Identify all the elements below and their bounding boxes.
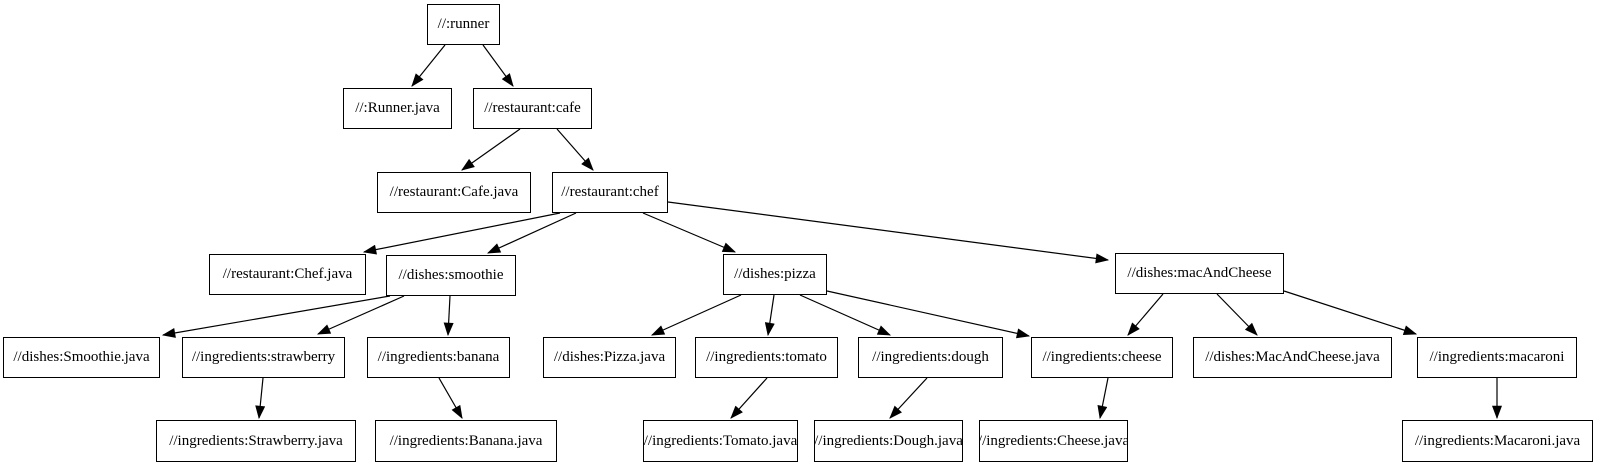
graph-edge-macandcheese-to-macaroni — [1283, 290, 1418, 335]
graph-node-label: //ingredients:Macaroni.java — [1414, 432, 1581, 449]
graph-edge-chef-to-pizza — [642, 212, 737, 253]
graph-node-label: //restaurant:Cafe.java — [389, 184, 519, 200]
graph-edge-cafe-to-cafe_java — [461, 128, 521, 171]
graph-node-tomato_java: //ingredients:Tomato.java — [643, 420, 798, 462]
graph-edge-banana-to-banana_java — [438, 377, 463, 419]
graph-edge-smoothie-to-smoothie_java — [161, 295, 391, 338]
graph-edge-strawberry-to-strawberry_java — [255, 377, 266, 420]
graph-node-runner: //:runner — [427, 4, 500, 45]
graph-node-label: //dishes:MacAndCheese.java — [1205, 349, 1380, 365]
graph-edge-pizza-to-tomato — [764, 294, 775, 337]
graph-node-macandcheese_java: //dishes:MacAndCheese.java — [1193, 337, 1392, 378]
graph-edge-macandcheese-to-cheese — [1127, 293, 1164, 336]
graph-node-smoothie: //dishes:smoothie — [386, 255, 516, 296]
graph-edge-cheese-to-cheese_java — [1097, 377, 1109, 420]
graph-edge-pizza-to-dough — [799, 294, 892, 336]
graph-node-label: //dishes:macAndCheese — [1127, 265, 1272, 281]
graph-node-label: //restaurant:Chef.java — [222, 266, 353, 282]
graph-node-strawberry_java: //ingredients:Strawberry.java — [156, 420, 356, 462]
graph-node-label: //ingredients:Cheese.java — [979, 432, 1128, 449]
graph-node-label: //ingredients:Dough.java — [814, 432, 963, 449]
graph-node-cafe: //restaurant:cafe — [473, 88, 592, 129]
graph-node-label: //dishes:Smoothie.java — [13, 349, 150, 365]
graph-node-label: //ingredients:cheese — [1042, 349, 1162, 365]
graph-node-label: //ingredients:banana — [377, 349, 500, 365]
graph-node-tomato: //ingredients:tomato — [695, 337, 838, 378]
graph-node-banana: //ingredients:banana — [367, 337, 510, 378]
graph-edge-chef-to-chef_java — [362, 212, 561, 255]
graph-node-label: //ingredients:macaroni — [1429, 349, 1565, 365]
graph-node-label: //ingredients:tomato — [706, 349, 827, 365]
graph-edge-cafe-to-chef — [556, 128, 594, 171]
graph-edge-smoothie-to-banana — [443, 295, 454, 337]
graph-node-chef: //restaurant:chef — [552, 172, 668, 213]
graph-node-macaroni_java: //ingredients:Macaroni.java — [1402, 420, 1593, 462]
graph-node-pizza_java: //dishes:Pizza.java — [543, 337, 676, 378]
graph-edge-pizza-to-cheese — [826, 290, 1031, 339]
graph-node-runner_java: //:Runner.java — [343, 88, 452, 129]
graph-node-label: //restaurant:chef — [561, 184, 659, 200]
graph-edge-pizza-to-pizza_java — [650, 294, 742, 336]
graph-edge-runner-to-cafe — [482, 44, 514, 87]
graph-node-label: //ingredients:Strawberry.java — [169, 432, 343, 449]
graph-node-label: //dishes:pizza — [734, 266, 816, 282]
graph-edge-macandcheese-to-macandcheese_java — [1216, 293, 1258, 336]
graph-node-dough: //ingredients:dough — [858, 337, 1003, 378]
graph-node-macandcheese: //dishes:macAndCheese — [1115, 253, 1284, 294]
graph-node-label: //ingredients:strawberry — [191, 349, 336, 365]
graph-node-label: //ingredients:dough — [872, 349, 989, 365]
graph-edge-dough-to-dough_java — [889, 377, 928, 419]
graph-edge-runner-to-runner_java — [411, 44, 446, 87]
graph-edge-tomato-to-tomato_java — [730, 377, 768, 419]
graph-edge-chef-to-macandcheese — [667, 201, 1110, 264]
graph-node-strawberry: //ingredients:strawberry — [182, 337, 345, 378]
graph-node-cheese: //ingredients:cheese — [1031, 337, 1173, 378]
graph-node-banana_java: //ingredients:Banana.java — [375, 420, 557, 462]
graph-node-macaroni: //ingredients:macaroni — [1417, 337, 1577, 378]
graph-node-label: //dishes:Pizza.java — [553, 349, 666, 365]
graph-node-chef_java: //restaurant:Chef.java — [209, 254, 366, 295]
graph-node-label: //dishes:smoothie — [398, 267, 504, 283]
graph-node-dough_java: //ingredients:Dough.java — [814, 420, 963, 462]
graph-node-cafe_java: //restaurant:Cafe.java — [377, 172, 531, 213]
graph-edge-chef-to-smoothie — [486, 212, 577, 254]
graph-node-cheese_java: //ingredients:Cheese.java — [979, 420, 1128, 462]
graph-node-pizza: //dishes:pizza — [723, 254, 827, 295]
graph-node-label: //:runner — [437, 16, 490, 32]
graph-node-label: //:Runner.java — [355, 100, 440, 116]
graph-node-smoothie_java: //dishes:Smoothie.java — [3, 337, 160, 378]
graph-node-label: //ingredients:Tomato.java — [643, 432, 798, 449]
graph-node-label: //restaurant:cafe — [484, 100, 581, 116]
graph-edge-smoothie-to-strawberry — [316, 295, 405, 335]
graph-node-label: //ingredients:Banana.java — [389, 432, 543, 449]
